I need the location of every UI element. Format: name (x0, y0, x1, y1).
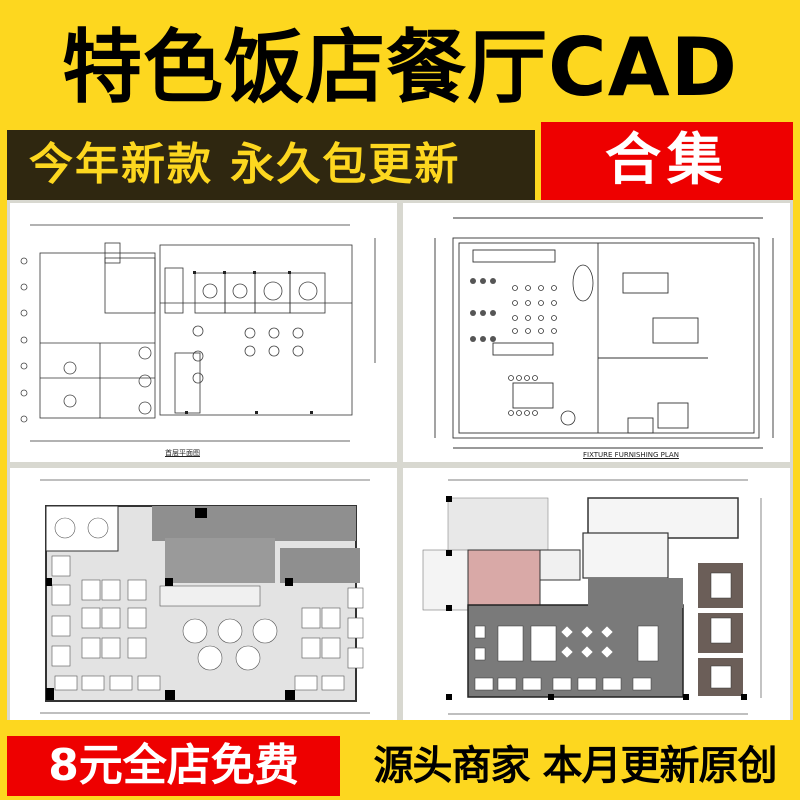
floor-plan-3 (10, 468, 397, 720)
floor-plan-3-drawing (40, 479, 370, 714)
slogan-text: 源头商家 本月更新原创 (373, 743, 778, 789)
floor-plan-2-drawing (434, 217, 774, 449)
floor-plan-1: 首层平面图 (10, 203, 397, 462)
subtitle-banner: 今年新款 永久包更新 (7, 130, 535, 200)
floor-plan-2: FIXTURE FURNISHING PLAN (403, 203, 790, 462)
promo-banner: 8元全店免费 (7, 736, 340, 796)
plan-caption: FIXTURE FURNISHING PLAN (583, 451, 679, 459)
plan-caption: 首层平面图 (165, 449, 200, 457)
page-title: 特色饭店餐厅CAD (61, 21, 739, 114)
collection-badge: 合集 (541, 122, 793, 200)
floor-plan-4 (403, 468, 790, 720)
floor-plan-1-drawing (20, 224, 376, 442)
floor-plan-4-drawing (422, 479, 762, 715)
preview-grid: 首层平面图 (7, 200, 793, 720)
